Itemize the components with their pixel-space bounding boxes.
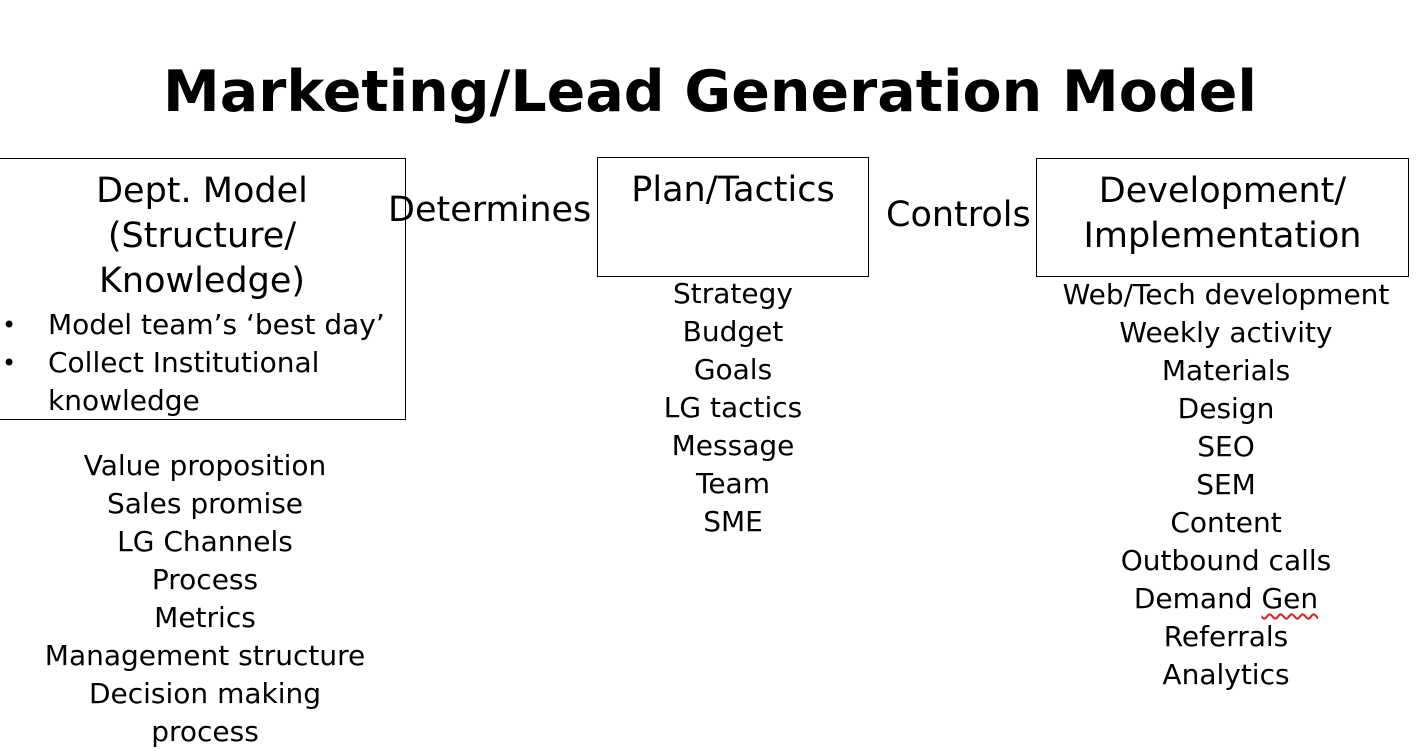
list-item: Analytics	[1162, 658, 1290, 691]
bullet-icon: •	[2, 311, 17, 339]
list-item: LG tactics	[663, 391, 803, 424]
list-item: Referrals	[1163, 620, 1289, 653]
dept-model-heading: Dept. Model (Structure/ Knowledge)	[0, 159, 405, 304]
list-item: Outbound calls	[1120, 544, 1332, 577]
development-box: Development/ Implementation	[1036, 158, 1409, 277]
dev-heading-line: Development/	[1098, 171, 1347, 211]
dept-heading-line: (Structure/	[107, 216, 297, 256]
dept-heading-line: Knowledge)	[98, 261, 306, 301]
list-item: Design	[1177, 392, 1275, 425]
dept-model-box: Dept. Model (Structure/ Knowledge) • Mode…	[0, 158, 406, 420]
list-item: Sales promise	[106, 487, 304, 520]
list-item: Strategy	[673, 277, 793, 310]
list-item: Value proposition	[83, 449, 327, 482]
connector-determines: Determines	[388, 190, 592, 230]
development-heading: Development/ Implementation	[1037, 159, 1408, 259]
plan-tactics-heading: Plan/Tactics	[631, 170, 835, 210]
list-item: Budget	[682, 315, 784, 348]
list-item: Decision making	[88, 677, 322, 710]
list-item: Message	[671, 429, 795, 462]
list-item: Content	[1170, 506, 1282, 539]
dept-heading-line: Dept. Model	[96, 171, 308, 211]
list-item: Metrics	[154, 601, 256, 634]
dept-bullet-list: • Model team’s ‘best day’ • Collect Instit…	[0, 306, 399, 420]
dev-items-list: Web/Tech development Weekly activity Mat…	[1030, 276, 1420, 694]
demand-gen-text: Demand Gen	[1133, 582, 1319, 615]
spellcheck-underline[interactable]: Gen	[1261, 582, 1319, 615]
list-item: Team	[695, 467, 770, 500]
list-item: Process	[151, 563, 259, 596]
list-item: LG Channels	[117, 525, 293, 558]
list-item: Demand Gen	[1030, 580, 1420, 618]
list-item: Weekly activity	[1119, 316, 1333, 349]
plan-tactics-box: Plan/Tactics	[597, 157, 869, 277]
list-item: Materials	[1161, 354, 1291, 387]
bullet-text: Collect Institutional knowledge	[48, 346, 320, 417]
bullet-text: Model team’s ‘best day’	[48, 308, 385, 341]
bullet-item: • Model team’s ‘best day’	[0, 306, 399, 344]
list-item: Goals	[693, 353, 773, 386]
plan-items-list: Strategy Budget Goals LG tactics Message…	[597, 275, 869, 541]
bullet-icon: •	[2, 349, 17, 377]
connector-controls: Controls	[886, 195, 1031, 235]
list-item: SEM	[1196, 468, 1256, 501]
bullet-item: • Collect Institutional knowledge	[0, 344, 348, 420]
list-item: Management structure	[44, 639, 366, 672]
list-item: SME	[703, 505, 763, 538]
list-item: Web/Tech development	[1062, 278, 1390, 311]
dept-items-list: Value proposition Sales promise LG Chann…	[5, 447, 405, 751]
page-title: Marketing/Lead Generation Model	[163, 59, 1257, 125]
list-item: SEO	[1197, 430, 1255, 463]
list-item: process	[151, 715, 259, 748]
dev-heading-line: Implementation	[1083, 216, 1362, 256]
